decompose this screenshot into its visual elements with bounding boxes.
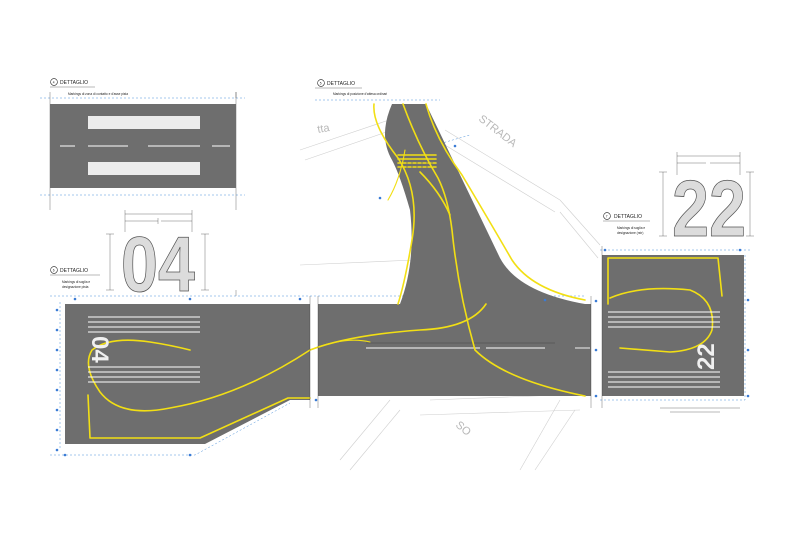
detail-7-number: 7 bbox=[606, 214, 608, 218]
taxiway-connector bbox=[373, 103, 586, 397]
street-label-top-left: tta bbox=[316, 122, 331, 136]
street-label-bottom: SO bbox=[453, 419, 473, 439]
designator-22-digits: 22 bbox=[672, 164, 746, 253]
detail-6-title: DETTAGLIO bbox=[60, 268, 88, 274]
designator-04-digits: 04 bbox=[121, 220, 195, 308]
detail-7-label: 7 DETTAGLIO Markings di soglia e designa… bbox=[603, 212, 650, 235]
detail-6-label: 6 DETTAGLIO Markings di soglia e designa… bbox=[50, 266, 100, 289]
runway-right-section: 22 bbox=[602, 255, 744, 396]
painted-designator-22: 22 bbox=[693, 343, 720, 370]
designator-04-detail: 04 bbox=[106, 210, 209, 308]
detail-6-caption-1: Markings di soglia e bbox=[62, 280, 90, 284]
detail-7-caption-1: Markings di soglia e bbox=[617, 226, 645, 230]
detail-4-caption: Markings di zona di contatto e d'asse pi… bbox=[68, 92, 128, 96]
detail-4-touchdown-zone: 4 DETTAGLIO Markings di zona di contatto… bbox=[40, 78, 245, 210]
detail-5-number: 5 bbox=[320, 81, 322, 85]
left-taxi-lines bbox=[87, 303, 487, 439]
background-street-lines bbox=[299, 117, 601, 471]
painted-designator-04: 04 bbox=[86, 336, 113, 363]
threshold-marking-left: 04 bbox=[86, 316, 200, 383]
designator-22-detail: 22 bbox=[659, 152, 754, 253]
street-label-top-right: STRADA bbox=[476, 113, 519, 150]
detail-7-caption-2: designazione (rstr) bbox=[617, 231, 643, 235]
detail-5-title: DETTAGLIO bbox=[327, 81, 355, 87]
detail-6-number: 6 bbox=[53, 268, 55, 272]
detail-6-caption-2: designazione pista bbox=[62, 285, 89, 289]
runway-left-section bbox=[65, 304, 310, 444]
edge-reference-dots bbox=[55, 144, 750, 457]
detail-7-title: DETTAGLIO bbox=[614, 214, 642, 220]
detail-4-number: 4 bbox=[53, 80, 55, 84]
detail-5-holding-position: 5 DETTAGLIO Markings di posizione d'atte… bbox=[315, 79, 440, 101]
dimension-ticks bbox=[235, 92, 740, 413]
detail-4-title: DETTAGLIO bbox=[60, 80, 88, 86]
detail-5-caption: Markings di posizione d'attesa ordinari bbox=[333, 92, 387, 96]
runway-center-section bbox=[318, 304, 591, 396]
